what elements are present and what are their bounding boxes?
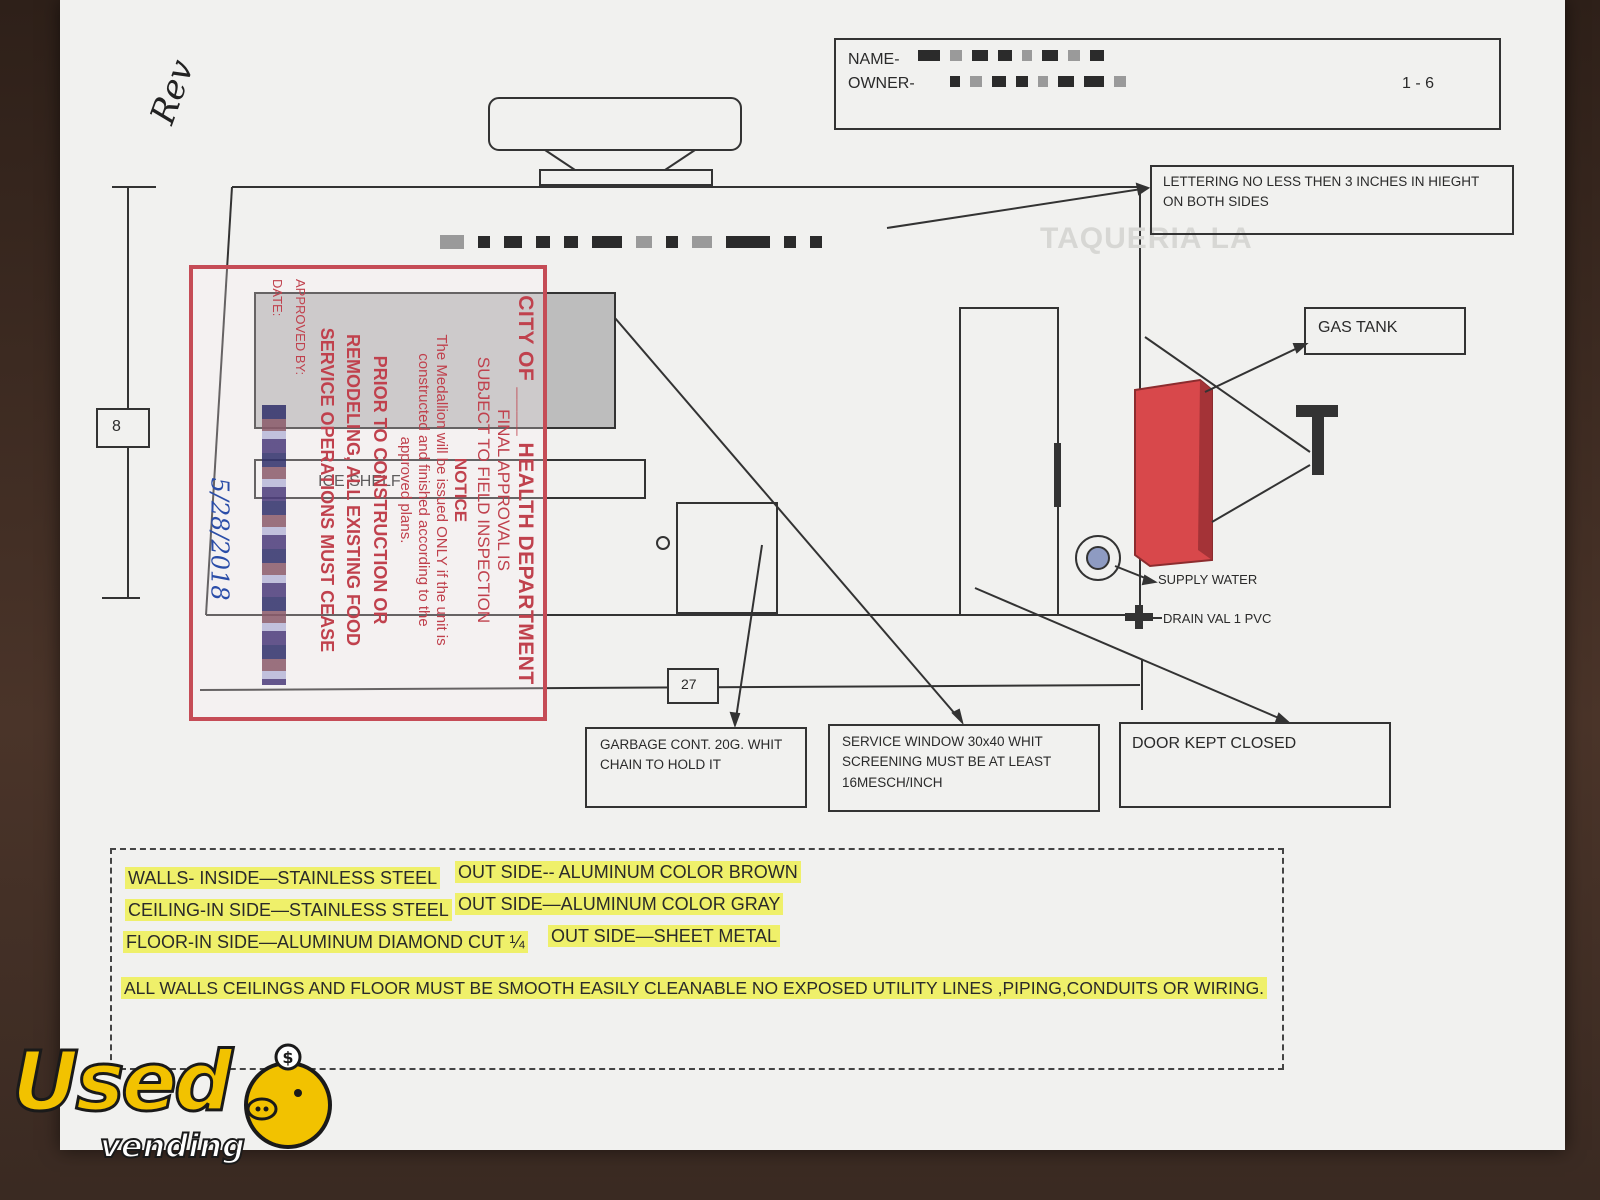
garbage-callout-text: GARBAGE CONT. 20G. WHIT CHAIN TO HOLD IT <box>600 737 783 773</box>
floor-outside-note: OUT SIDE—SHEET METAL <box>548 925 781 947</box>
signature-redaction <box>262 405 286 685</box>
stamp-title: CITY OF ____ HEALTH DEPARTMENT <box>514 295 537 685</box>
svg-text:$: $ <box>282 1048 293 1067</box>
approval-date: 5/28/2018 <box>205 477 234 601</box>
supply-water-label: SUPPLY WATER <box>1158 572 1258 587</box>
lettering-callout <box>1150 165 1514 235</box>
name-redaction <box>918 50 1104 61</box>
name-label: NAME- <box>848 51 900 68</box>
stamp-medallion-3: approved plans. <box>396 436 414 544</box>
length-dimension-box <box>667 668 719 704</box>
stamp-prior-2: REMODELING, ALL EXISTING FOOD <box>343 333 364 646</box>
truck-sign-text: TAQUERIA LA <box>1040 222 1253 255</box>
stamp-notice: NOTICE <box>450 457 470 523</box>
door-callout <box>1119 722 1391 808</box>
header-box <box>834 38 1501 130</box>
service-window-callout <box>828 724 1100 812</box>
stamp-subject: SUBJECT TO FIELD INSPECTION <box>474 356 494 624</box>
logo-sub-text: vending <box>99 1126 246 1166</box>
owner-label: OWNER- <box>848 75 915 92</box>
gas-tank-callout <box>1304 307 1466 355</box>
garbage-callout <box>585 727 807 808</box>
height-dimension-box <box>96 408 150 448</box>
owner-redaction <box>950 76 1126 87</box>
piggy-bank-icon: $ <box>244 1043 332 1149</box>
stamp-approved-by: APPROVED BY: <box>292 279 308 376</box>
materials-notes-box <box>110 848 1284 1070</box>
floor-inside-note: FLOOR-IN SIDE—ALUMINUM DIAMOND CUT ¼ <box>123 931 528 953</box>
length-dimension: 27 <box>681 676 697 692</box>
door-callout-text: DOOR KEPT CLOSED <box>1132 735 1297 752</box>
lettering-callout-text: LETTERING NO LESS THEN 3 INCHES IN HIEGH… <box>1163 174 1480 210</box>
requirement-note: ALL WALLS CEILINGS AND FLOOR MUST BE SMO… <box>121 977 1268 999</box>
ceiling-outside-note: OUT SIDE—ALUMINUM COLOR GRAY <box>455 893 784 915</box>
walls-inside-note: WALLS- INSIDE—STAINLESS STEEL <box>125 867 441 889</box>
stamp-prior-3: SERVICE OPERATIONS MUST CEASE <box>316 327 337 653</box>
gas-tank-callout-text: GAS TANK <box>1318 319 1398 336</box>
stamp-content: CITY OF ____ HEALTH DEPARTMENT FINAL APP… <box>193 271 543 709</box>
used-vending-logo: Used vending $ <box>8 1034 348 1185</box>
stamp-medallion-1: The Medallion will be issued ONLY if the… <box>432 334 450 646</box>
ceiling-inside-note: CEILING-IN SIDE—STAINLESS STEEL <box>125 899 452 921</box>
ice-shelf-label: ICE SHELF <box>318 473 401 490</box>
approval-stamp: CITY OF ____ HEALTH DEPARTMENT FINAL APP… <box>189 265 547 721</box>
page-number: 1 - 6 <box>1402 75 1435 92</box>
stamp-prior-1: PRIOR TO CONSTRUCTION OR <box>369 355 390 625</box>
logo-brand-text: Used <box>11 1034 235 1132</box>
stamp-medallion-2: constructed and finished according to th… <box>414 353 432 627</box>
document-page <box>60 0 1565 1150</box>
service-window-callout-text: SERVICE WINDOW 30x40 WHIT SCREENING MUST… <box>842 734 1052 790</box>
drain-label: DRAIN VAL 1 PVC <box>1163 611 1272 626</box>
walls-outside-note: OUT SIDE-- ALUMINUM COLOR BROWN <box>455 861 801 883</box>
height-dimension: 8 <box>112 418 121 435</box>
truck-name-redaction <box>440 235 822 249</box>
stamp-final-approval: FINAL APPROVAL IS <box>494 409 513 571</box>
